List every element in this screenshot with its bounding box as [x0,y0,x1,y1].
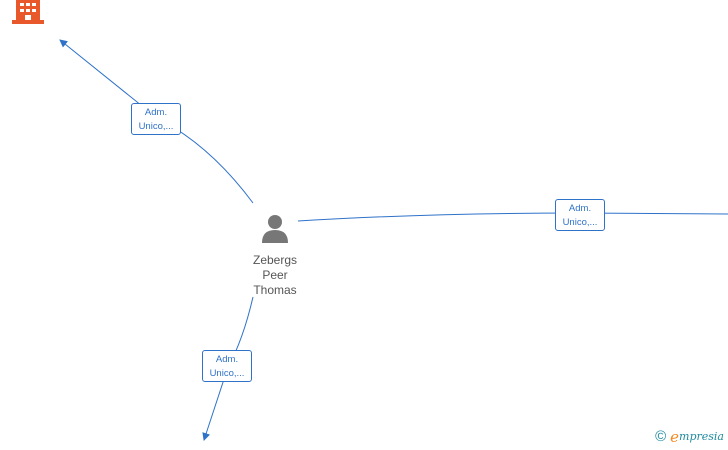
edge-label-line: Adm. [568,203,592,214]
footer-brand: © e mpresia [655,428,724,446]
edge-to-right [297,212,728,222]
person-icon [262,215,288,243]
person-name-line: Zebergs [252,253,298,267]
edge-label-line: Unico,... [562,217,598,228]
brand-logo-text: mpresia [679,430,724,443]
copyright-icon: © [655,428,667,445]
edge-label-line: Adm. [215,354,239,365]
person-name: Zebergs Peer Thomas [240,253,310,298]
edge-label-right[interactable]: Adm. Unico,... [555,199,605,231]
edge-label-line: Adm. [144,107,168,118]
company-node[interactable] [12,0,44,24]
building-icon [12,0,44,24]
brand-logo-initial: e [670,428,680,446]
person-name-line: Thomas [253,283,297,297]
edge-label-line: Unico,... [138,121,174,132]
edge-label-bottom[interactable]: Adm. Unico,... [202,350,252,382]
edge-label-line: Unico,... [209,368,245,379]
edge-label-company[interactable]: Adm. Unico,... [131,103,181,135]
person-node[interactable]: Zebergs Peer Thomas [240,213,310,298]
person-name-line: Peer [262,268,288,282]
